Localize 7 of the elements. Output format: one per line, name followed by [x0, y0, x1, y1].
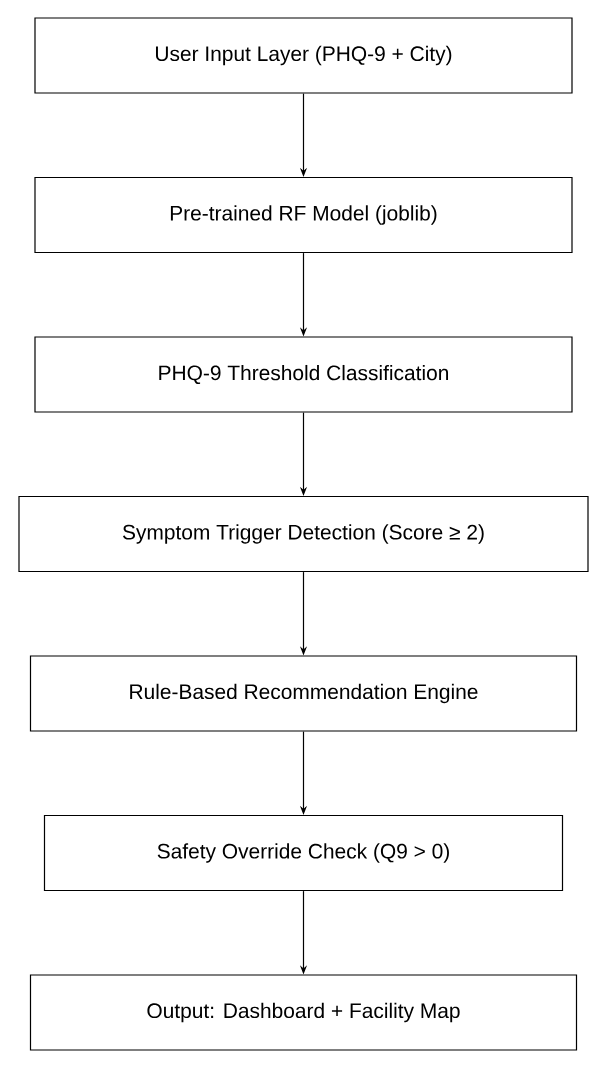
- process-box: PHQ-9 Threshold Classification: [34, 336, 573, 413]
- process-box: Rule-Based Recommendation Engine: [29, 655, 578, 732]
- process-box: Pre-trained RF Model (joblib): [34, 176, 573, 254]
- process-box: User Input Layer (PHQ-9 + City): [34, 17, 573, 94]
- process-box: Safety Override Check (Q9 > 0): [43, 814, 564, 892]
- process-box: Output: Dashboard + Facility Map: [29, 974, 578, 1051]
- process-box: Symptom Trigger Detection (Score ≥ 2): [18, 495, 589, 573]
